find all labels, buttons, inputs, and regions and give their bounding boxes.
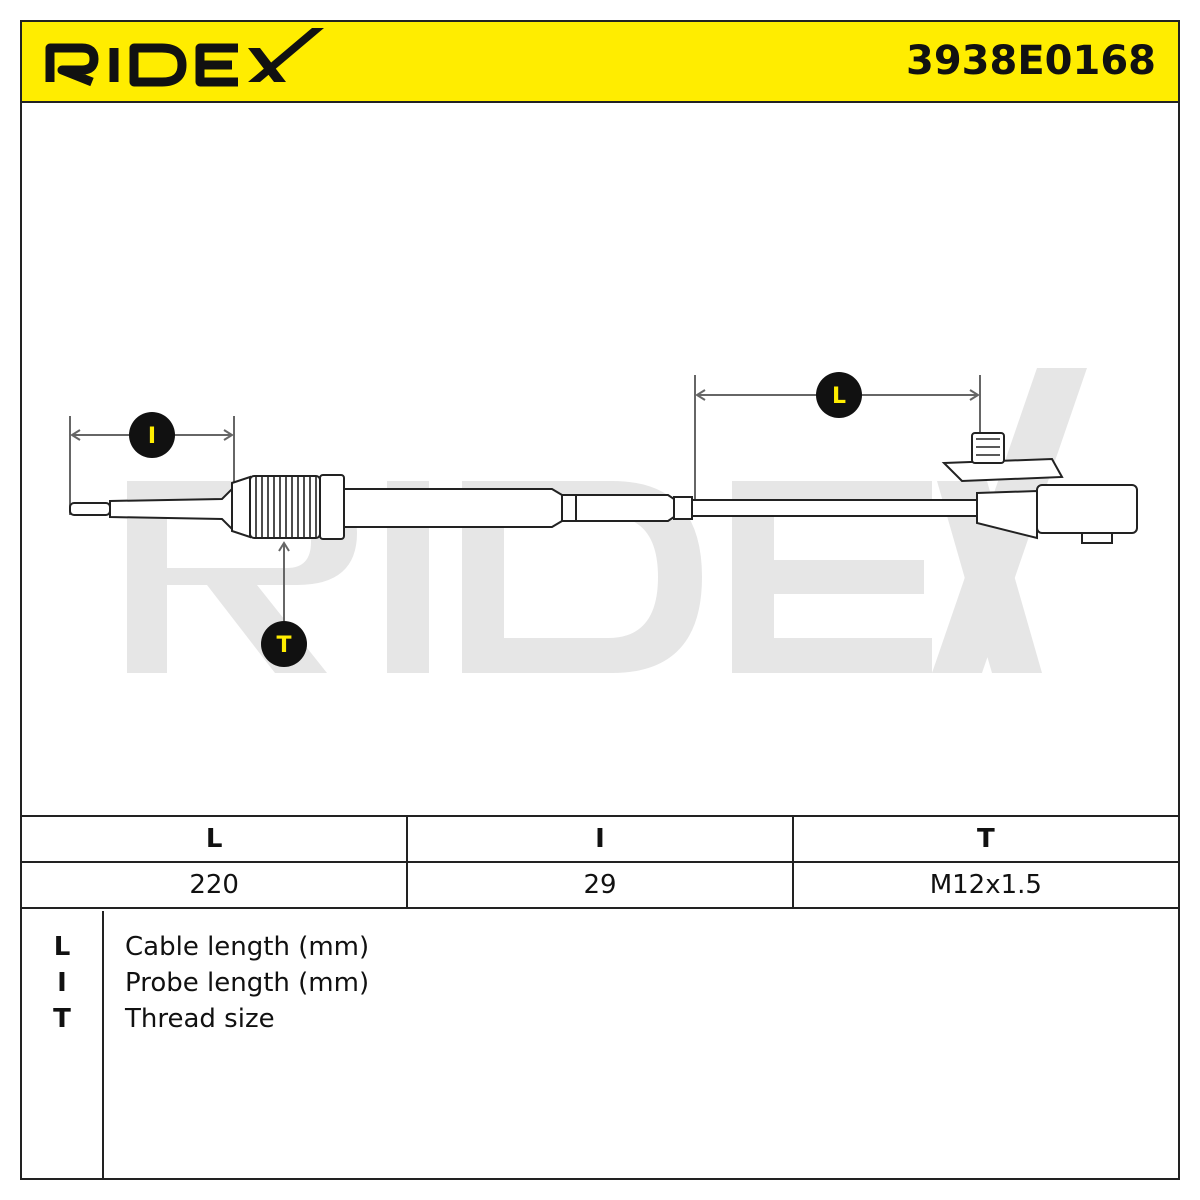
legend-key-l: L <box>53 932 71 962</box>
spec-col-l: L <box>22 815 409 863</box>
legend-keys: L I T <box>22 929 102 1037</box>
spec-header-row: L I T <box>22 815 1178 863</box>
part-number: 3938E0168 <box>906 38 1156 84</box>
legend-key-i: I <box>57 968 67 998</box>
label-t-badge: T <box>276 633 291 658</box>
technical-drawing: I L <box>22 103 1178 815</box>
label-i-badge: I <box>148 424 156 449</box>
legend-text-t: Thread size <box>125 1004 275 1034</box>
header-bar: 3938E0168 <box>22 22 1178 103</box>
legend-descriptions: Cable length (mm) Probe length (mm) Thre… <box>125 929 369 1037</box>
legend-divider <box>102 911 104 1178</box>
legend: L I T Cable length (mm) Probe length (mm… <box>22 911 1178 1178</box>
spec-col-i: I <box>406 815 794 863</box>
spec-value-l: 220 <box>22 861 409 909</box>
product-sheet: 3938E0168 <box>20 20 1180 1180</box>
legend-key-t: T <box>53 1004 71 1034</box>
legend-text-l: Cable length (mm) <box>125 932 370 962</box>
spec-table: L I T 220 29 M12x1.5 <box>22 815 1178 909</box>
spec-col-t: T <box>791 815 1178 863</box>
spec-value-t: M12x1.5 <box>791 861 1178 909</box>
label-l-badge: L <box>832 384 846 409</box>
brand-logo <box>42 24 342 103</box>
legend-text-i: Probe length (mm) <box>125 968 370 998</box>
spec-value-i: 29 <box>406 861 794 909</box>
spec-values-row: 220 29 M12x1.5 <box>22 861 1178 909</box>
